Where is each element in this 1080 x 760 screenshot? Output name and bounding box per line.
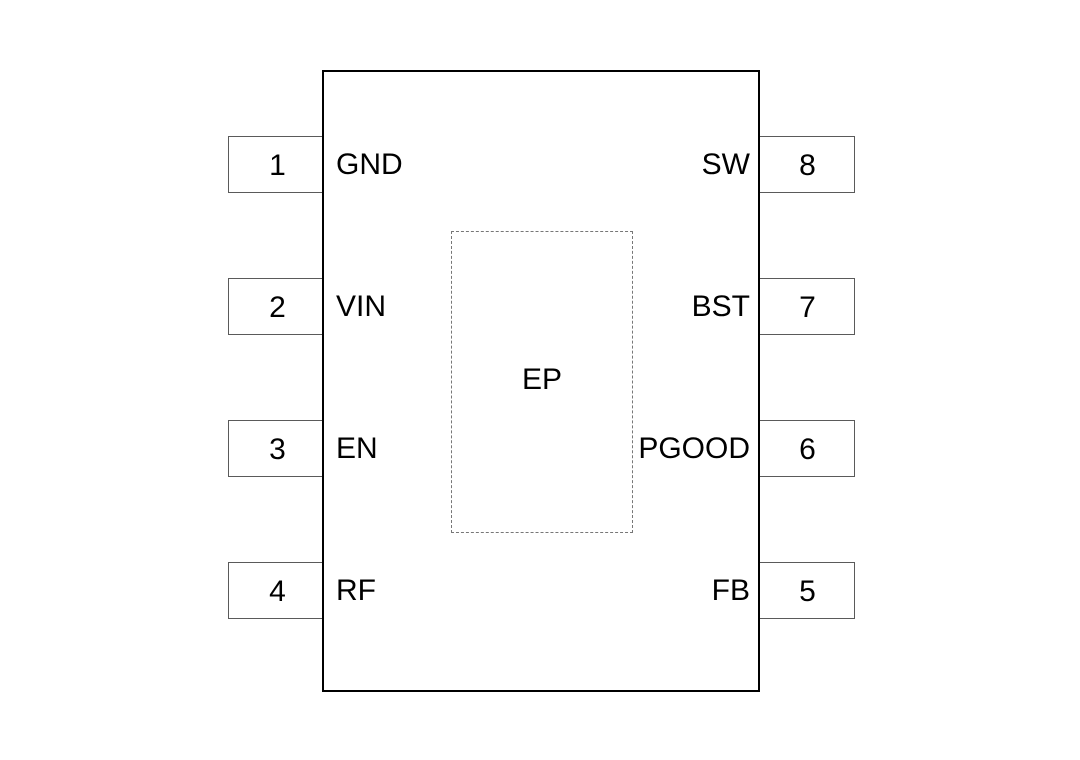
pin-label-gnd: GND <box>336 147 403 181</box>
pin-number-6: 6 <box>799 432 816 466</box>
pin-box-3[interactable]: 3 <box>228 420 325 477</box>
pin-box-2[interactable]: 2 <box>228 278 325 335</box>
pin-number-1: 1 <box>269 148 286 182</box>
pin-box-4[interactable]: 4 <box>228 562 325 619</box>
pin-box-8[interactable]: 8 <box>758 136 855 193</box>
pin-label-vin: VIN <box>336 289 387 323</box>
exposed-pad-label: EP <box>521 363 563 396</box>
pin-label-bst: BST <box>691 289 750 323</box>
pin-label-sw: SW <box>701 147 750 181</box>
pin-number-3: 3 <box>269 432 286 466</box>
pin-number-4: 4 <box>269 574 286 608</box>
pin-label-pgood: PGOOD <box>638 431 750 465</box>
pin-number-5: 5 <box>799 574 816 608</box>
pin-number-2: 2 <box>269 290 286 324</box>
pin-label-rf: RF <box>336 573 376 607</box>
pin-box-1[interactable]: 1 <box>228 136 325 193</box>
pin-number-7: 7 <box>799 290 816 324</box>
pin-box-5[interactable]: 5 <box>758 562 855 619</box>
pin-label-en: EN <box>336 431 378 465</box>
pin-box-6[interactable]: 6 <box>758 420 855 477</box>
ic-package-body <box>322 70 760 692</box>
pin-box-7[interactable]: 7 <box>758 278 855 335</box>
exposed-pad-outline <box>451 231 633 533</box>
pin-number-8: 8 <box>799 148 816 182</box>
pin-label-fb: FB <box>711 573 750 607</box>
